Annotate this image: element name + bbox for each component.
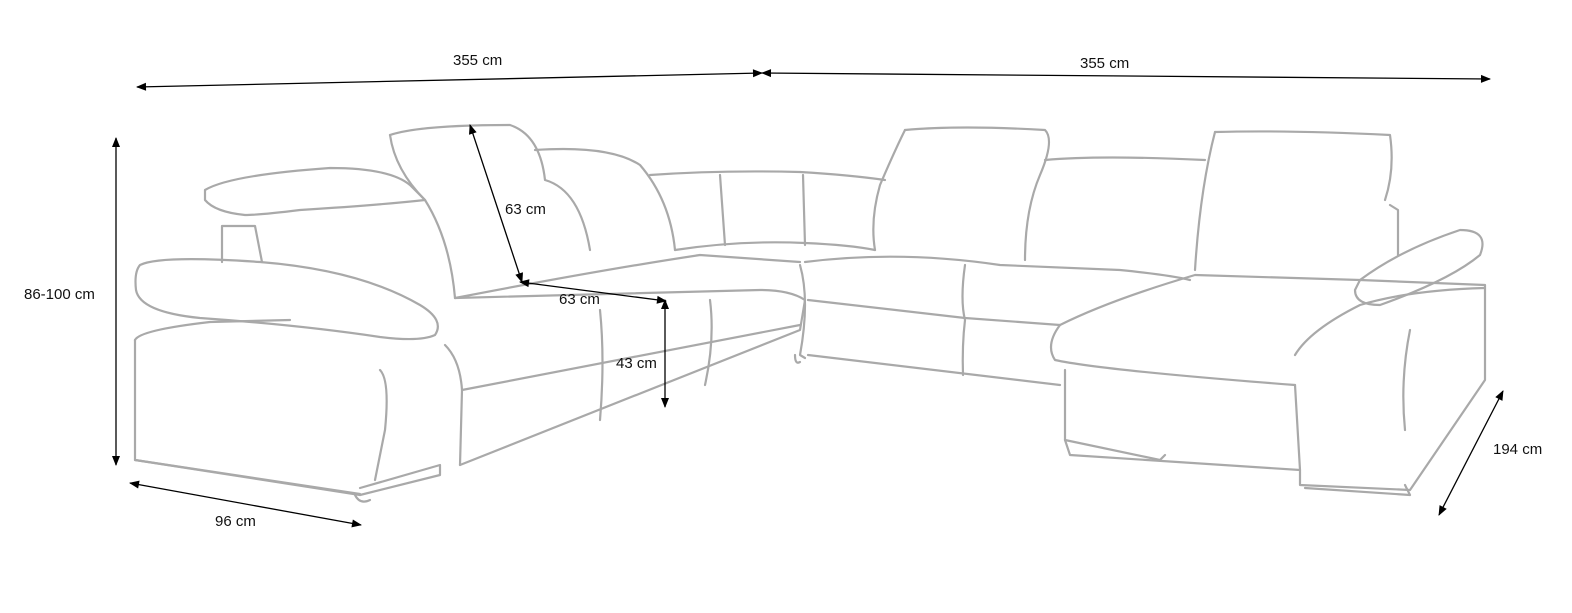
- right-width-label: 355 cm: [1080, 55, 1130, 72]
- height-label: 86-100 cm: [24, 286, 95, 303]
- left-width-label: 355 cm: [453, 52, 503, 69]
- headrest-height-label: 63 cm: [505, 201, 546, 218]
- side-depth-label: 96 cm: [215, 513, 256, 530]
- seat-depth-label: 63 cm: [559, 291, 600, 308]
- seat-height-label: 43 cm: [616, 355, 657, 372]
- sofa-outline: [133, 123, 1487, 503]
- dimension-arrows: [112, 69, 1504, 528]
- chaise-depth-label: 194 cm: [1493, 441, 1543, 458]
